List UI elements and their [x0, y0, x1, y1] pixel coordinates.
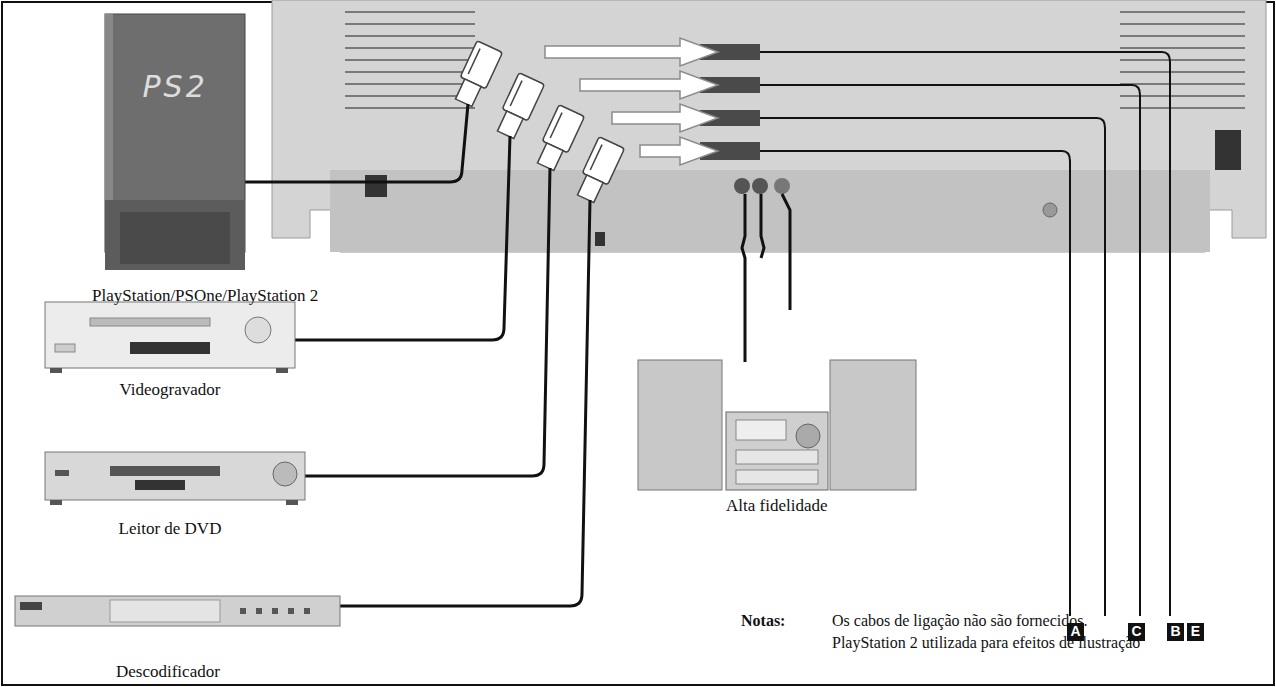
- device-caption: Leitor de DVD: [119, 519, 222, 539]
- connector-letter: E: [1187, 623, 1204, 640]
- video-recorder: [45, 302, 295, 373]
- device-caption: Videogravador: [120, 380, 221, 400]
- note-text: PlayStation 2 utilizada para efeitos de …: [832, 634, 1140, 652]
- dvd-player: [45, 452, 305, 505]
- device-cables: [245, 104, 790, 606]
- tv-clip: [595, 232, 605, 246]
- decoder-box: [15, 596, 340, 626]
- device-caption: Descodificador: [116, 662, 220, 682]
- hifi-system: [638, 360, 916, 490]
- connector-letter-badge: B: [1167, 623, 1184, 641]
- note-heading: Notas:: [741, 612, 785, 630]
- device-caption: PlayStation/PSOne/PlayStation 2: [92, 286, 318, 306]
- tv-screw: [1043, 203, 1057, 217]
- note-text: Os cabos de ligação não são fornecidos.: [832, 612, 1087, 630]
- playstation-console: [105, 14, 245, 270]
- tv-back: [272, 0, 1266, 252]
- scart-plugs: [451, 41, 625, 205]
- tv-vents: [345, 12, 1245, 108]
- connector-letter: B: [1167, 623, 1184, 640]
- tv-lower-panel: [330, 170, 1210, 252]
- socket-leader-lines: [760, 52, 1170, 616]
- console-logo: PS2: [143, 70, 208, 105]
- tv-foot: [1215, 130, 1241, 170]
- device-caption: Alta fidelidade: [726, 496, 828, 516]
- audio-jacks: [734, 178, 790, 194]
- connector-letter-badge: E: [1187, 623, 1204, 641]
- scart-sockets: [700, 44, 760, 160]
- tv-foot: [365, 175, 387, 197]
